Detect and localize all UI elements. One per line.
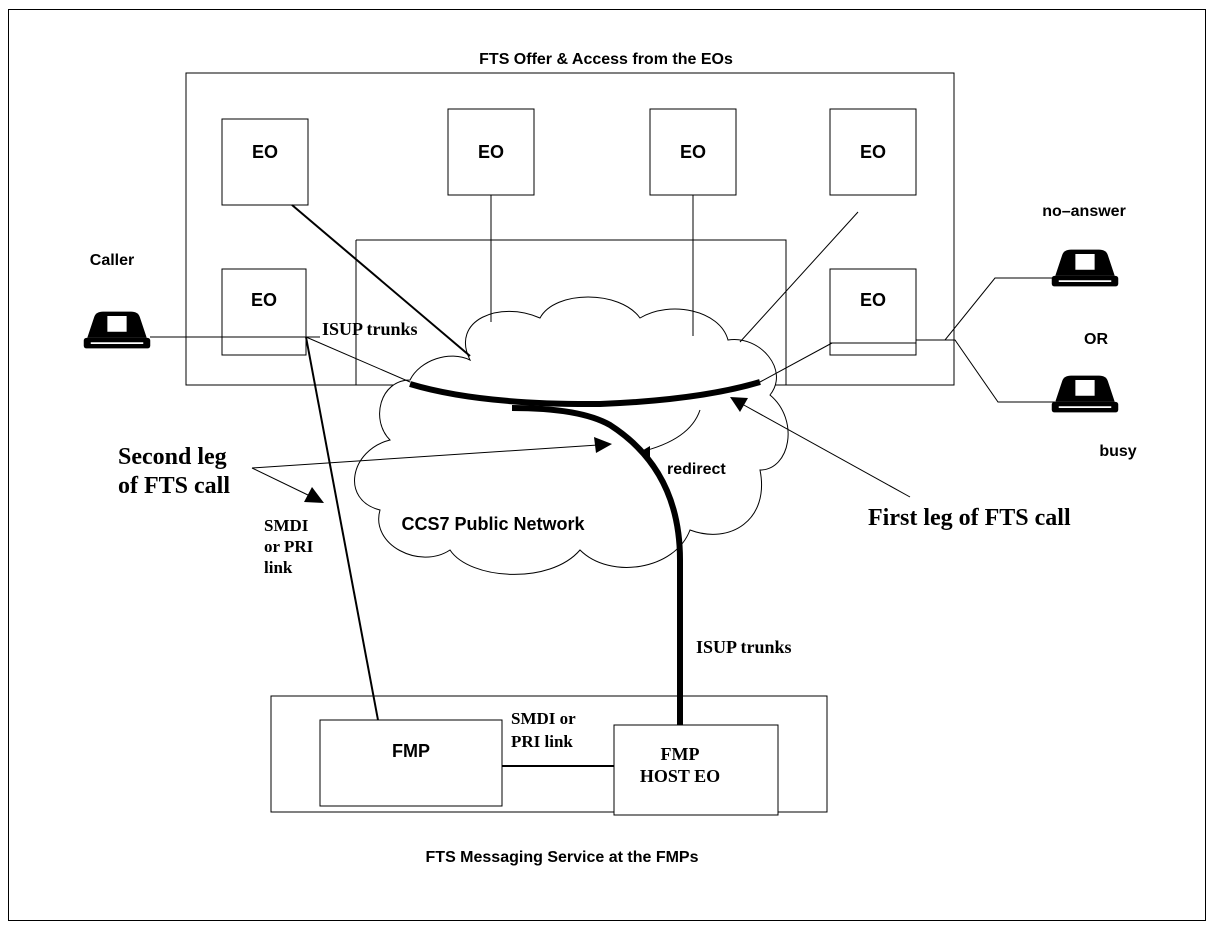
redirect-label: redirect xyxy=(667,461,726,478)
eo-label: EO xyxy=(860,290,886,310)
eo-label: EO xyxy=(680,142,706,162)
first-leg-arrow xyxy=(741,403,911,498)
diagram-frame xyxy=(8,9,1206,921)
no-answer-phone-icon xyxy=(1050,248,1120,288)
or-label: OR xyxy=(1084,331,1108,348)
eo-label: EO xyxy=(252,142,278,162)
first-leg-path xyxy=(409,379,761,408)
ccs7-cloud xyxy=(354,296,789,575)
isup-trunks-top-label: ISUP trunks xyxy=(322,319,418,339)
second-leg-arrow-right xyxy=(251,444,599,469)
eo-label: EO xyxy=(860,142,886,162)
eo-label: EO xyxy=(478,142,504,162)
callee-eo-trunk-line xyxy=(759,342,833,383)
busy-line xyxy=(916,339,1055,403)
no-answer-line xyxy=(916,277,1055,341)
eo1-trunk-line xyxy=(291,204,471,357)
cloud-label: CCS7 Public Network xyxy=(401,514,585,534)
title-bottom: FTS Messaging Service at the FMPs xyxy=(426,849,699,866)
first-leg-label: First leg of FTS call xyxy=(868,505,1071,531)
eo-box-top-1: EO xyxy=(221,118,309,206)
smdi-mid-line2: PRI link xyxy=(511,732,573,751)
eo-box-callee: EO xyxy=(829,268,917,356)
fmp-host-eo-box: FMP HOST EO xyxy=(613,724,779,816)
second-leg-label-line1: Second leg xyxy=(118,444,227,470)
eo-box-top-3: EO xyxy=(649,108,737,196)
fmp-label: FMP xyxy=(392,741,430,761)
smdi-link-left xyxy=(305,336,379,721)
eo-box-top-4: EO xyxy=(829,108,917,196)
busy-phone-icon xyxy=(1050,374,1120,414)
caller-phone-icon xyxy=(82,310,152,350)
eo4-trunk-line xyxy=(739,211,859,343)
smdi-mid-line1: SMDI or xyxy=(511,709,576,728)
fmp-host-line2: HOST EO xyxy=(640,766,720,786)
second-leg-path xyxy=(511,405,683,728)
title-top: FTS Offer & Access from the EOs xyxy=(479,51,733,68)
fmp-box: FMP xyxy=(319,719,503,807)
inner-network-box xyxy=(356,239,787,385)
smdi-left-line3: link xyxy=(264,558,293,577)
eo-label: EO xyxy=(251,290,277,310)
caller-label: Caller xyxy=(90,252,134,269)
caller-eo-trunk-line xyxy=(305,336,411,383)
no-answer-label: no–answer xyxy=(1042,203,1126,220)
eo-box-caller: EO xyxy=(221,268,307,356)
fmp-region-box xyxy=(270,695,828,813)
busy-label: busy xyxy=(1099,443,1136,460)
isup-trunks-bottom-label: ISUP trunks xyxy=(696,637,792,657)
fmp-host-line1: FMP xyxy=(661,744,700,764)
smdi-left-line1: SMDI xyxy=(264,516,309,535)
smdi-left-line2: or PRI xyxy=(264,537,314,556)
second-leg-label-line2: of FTS call xyxy=(118,473,230,499)
second-leg-arrow-down xyxy=(251,467,311,497)
eo-box-top-2: EO xyxy=(447,108,535,196)
